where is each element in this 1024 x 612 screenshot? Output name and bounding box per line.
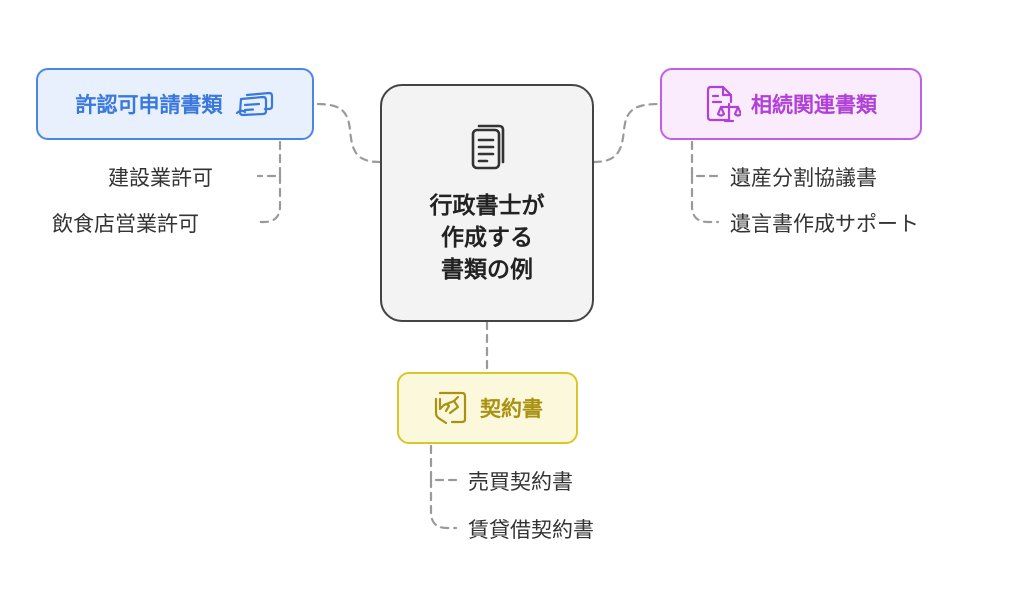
connector-inherit-leaf-1 (690, 140, 720, 178)
connector-permit-leaf-2 (256, 174, 282, 224)
connector-contract-leaf-1 (429, 444, 458, 482)
leaf-item-permit: 飲食店営業許可 (52, 212, 199, 236)
central-title-line: 書類の例 (441, 257, 533, 283)
leaf-item-contract: 売買契約書 (468, 470, 573, 494)
signing-hand-icon (432, 389, 468, 427)
connector-center-inherit (592, 102, 662, 164)
branch-node-contracts[interactable]: 契約書 (397, 372, 578, 444)
central-title-line: 行政書士が (429, 193, 545, 219)
central-topic-node[interactable]: 行政書士が 作成する 書類の例 (380, 84, 594, 322)
branch-title: 相続関連書類 (751, 93, 877, 117)
connector-center-permit (314, 102, 382, 164)
branch-title: 契約書 (480, 397, 543, 421)
leaf-item-inherit: 遺言書作成サポート (730, 212, 919, 236)
leaf-item-inherit: 遺産分割協議書 (730, 166, 877, 190)
branch-node-permit-applications[interactable]: 許認可申請書類 (36, 68, 314, 140)
leaf-item-contract: 賃貸借契約書 (468, 518, 594, 542)
document-icon (467, 120, 507, 176)
connector-contract-leaf-2 (429, 478, 458, 530)
connector-inherit-leaf-2 (690, 174, 720, 224)
central-title-line: 作成する (441, 225, 533, 251)
branch-title: 許認可申請書類 (75, 93, 223, 117)
central-topic-title: 行政書士が 作成する 書類の例 (430, 190, 545, 286)
branch-node-inheritance-documents[interactable]: 相続関連書類 (660, 68, 922, 140)
leaf-item-permit: 建設業許可 (108, 166, 213, 190)
connector-permit-leaf-1 (256, 140, 282, 178)
legal-document-scales-icon (705, 84, 741, 124)
card-icon (235, 89, 275, 119)
